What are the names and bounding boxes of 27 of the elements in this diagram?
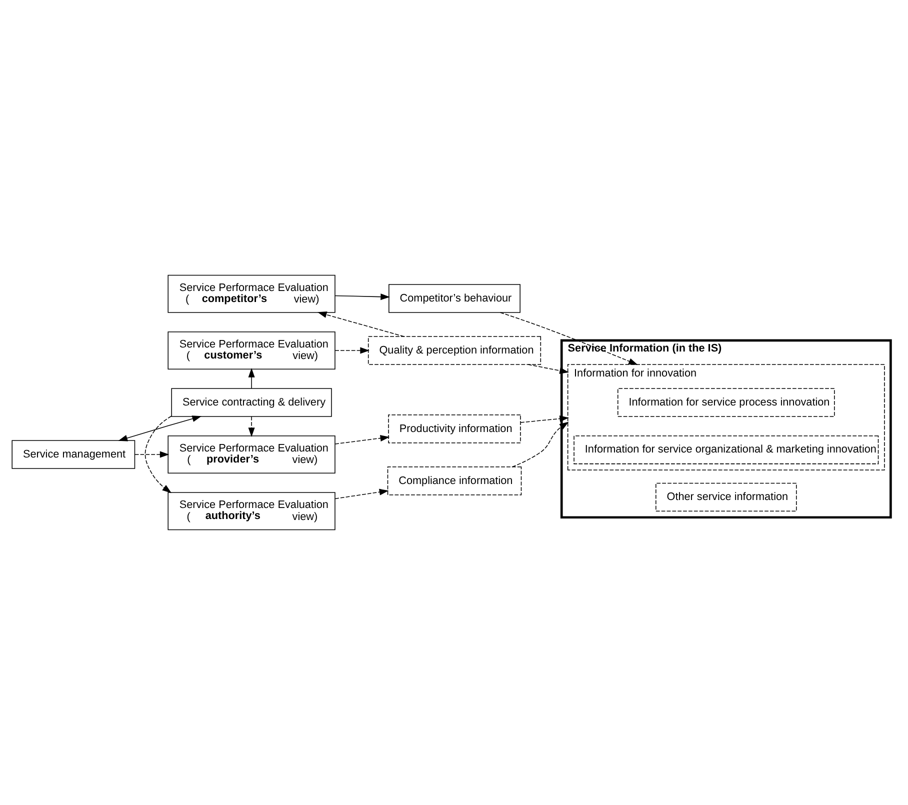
node-box: Quality & perception information (367, 336, 541, 365)
arrow (334, 488, 388, 500)
node-box: Service Performace Evaluation (provider’s view) (167, 435, 335, 474)
node-box: Productivity information (388, 414, 520, 444)
node-box: Service Performace Evaluation (customer’s view) (167, 331, 335, 370)
arrow (499, 312, 638, 365)
node-box: Service management (11, 440, 135, 469)
arrow (118, 416, 202, 442)
node-box: Information for service process innovation (616, 388, 834, 417)
arrow (316, 312, 404, 337)
arrow (511, 422, 568, 468)
arrow (144, 416, 172, 494)
arrow (334, 294, 390, 300)
arrow (334, 347, 369, 354)
node-box: Competitor’s behaviour (388, 284, 520, 313)
arrow (134, 451, 169, 458)
node-box: Other service information (655, 482, 796, 512)
arrow (248, 368, 254, 389)
node-box: Service Performace Evaluation (authority’s view) (167, 492, 335, 530)
node-box: Information for service organizational & marketing innovation (573, 435, 878, 464)
arrow (520, 415, 568, 423)
arrow (334, 434, 390, 444)
arrow (248, 416, 254, 437)
node-box: Compliance information (386, 466, 522, 496)
arrow (527, 364, 568, 374)
node-box: Service contracting & delivery (170, 388, 332, 417)
node-box: Service Performace Evaluation (competitor’s view) (167, 274, 335, 313)
